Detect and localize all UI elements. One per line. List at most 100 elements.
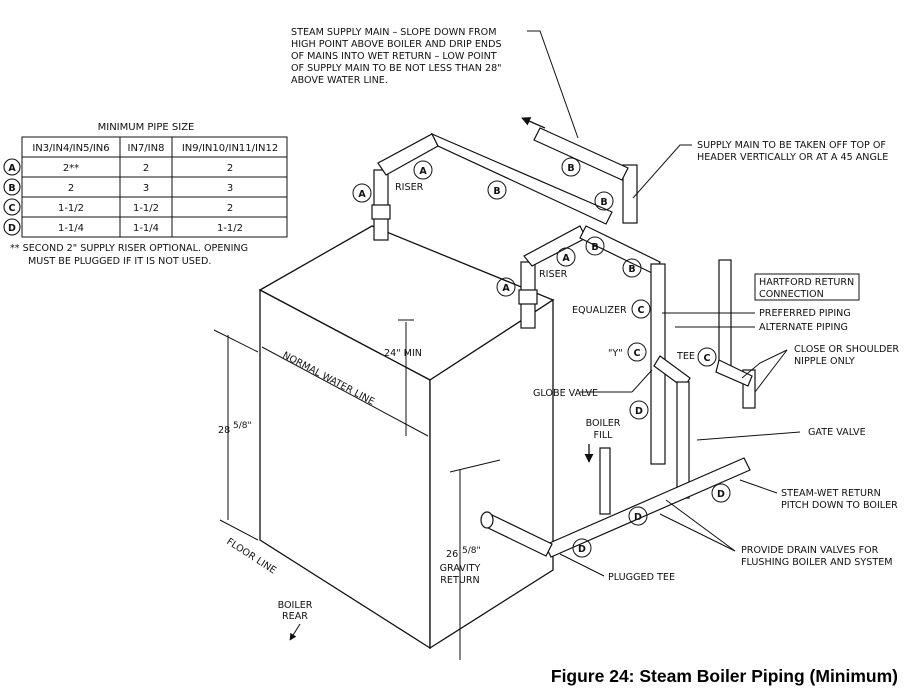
min-24-label: 24" MIN (384, 348, 422, 359)
bubble-a: A (556, 247, 576, 267)
table-note: ** SECOND 2" SUPPLY RISER OPTIONAL. OPEN… (10, 243, 248, 254)
steam-supply-main-label: HIGH POINT ABOVE BOILER AND DRIP ENDS (291, 39, 502, 50)
row-key: C (9, 203, 16, 214)
tee-label: TEE (676, 351, 695, 362)
bubble-b: B (561, 157, 581, 177)
table-header: IN3/IN4/IN5/IN6 (32, 143, 109, 154)
bubble-d: D (629, 400, 649, 420)
table-cell: 1-1/2 (133, 203, 159, 214)
minimum-pipe-size-table: MINIMUM PIPE SIZE IN3/IN4/IN5/IN6 IN7/IN… (3, 122, 288, 267)
svg-text:D: D (634, 512, 642, 523)
dimension-26 (449, 459, 501, 660)
boiler-body (258, 225, 555, 650)
callout-bubbles: A A A A B B B B B C C C D D D D (352, 157, 731, 558)
height-26-fraction: 5/8" (462, 546, 481, 556)
row-key: A (8, 163, 16, 174)
water-line (261, 346, 429, 437)
svg-text:A: A (358, 189, 366, 200)
height-28-fraction: 5/8" (233, 421, 252, 431)
bubble-d: D (572, 538, 592, 558)
table-cell: 1-1/4 (58, 223, 84, 234)
table-cell: 3 (143, 183, 149, 194)
boiler-fill-label: FILL (593, 430, 613, 441)
supply-main-takeoff-label: SUPPLY MAIN TO BE TAKEN OFF TOP OF (697, 140, 886, 151)
height-26-label: 26 (446, 549, 458, 560)
table-cell: 2 (227, 203, 233, 214)
row-key: B (8, 183, 15, 194)
bubble-c: C (631, 299, 651, 319)
boiler-fill-label: BOILER (586, 418, 621, 429)
globe-valve-label: GLOBE VALVE (533, 388, 598, 399)
riser-label: RISER (539, 269, 568, 280)
svg-text:B: B (493, 186, 500, 197)
table-row: A 2** 2 2 (3, 158, 233, 176)
hartford-label: CONNECTION (759, 289, 824, 300)
riser-label: RISER (395, 182, 424, 193)
table-header: IN7/IN8 (128, 143, 165, 154)
drain-valves-label: PROVIDE DRAIN VALVES FOR (741, 545, 879, 556)
equalizer-label: EQUALIZER (572, 305, 627, 316)
bubble-c: C (627, 342, 647, 362)
dimension-24-min (398, 319, 414, 436)
svg-text:D: D (717, 489, 725, 500)
boiler-rear-label: BOILER (278, 600, 313, 611)
bubble-b: B (487, 180, 507, 200)
supply-main-takeoff-label: HEADER VERTICALLY OR AT A 45 ANGLE (697, 152, 888, 163)
height-28-label: 28 (218, 425, 230, 436)
steam-supply-main-label: OF SUPPLY MAIN TO BE NOT LESS THAN 28" (291, 63, 502, 74)
flow-arrow (521, 117, 546, 129)
leader-lines (527, 30, 801, 577)
bubble-d: D (711, 483, 731, 503)
svg-text:D: D (578, 544, 586, 555)
table-cell: 1-1/4 (133, 223, 159, 234)
table-cell: 3 (227, 183, 233, 194)
table-cell: 1-1/2 (58, 203, 84, 214)
hartford-box (754, 273, 860, 301)
row-key: D (8, 223, 16, 234)
svg-text:B: B (628, 264, 635, 275)
bubble-c: C (697, 347, 717, 367)
svg-text:C: C (638, 305, 645, 316)
rear-arrow (289, 623, 301, 641)
hartford-label: HARTFORD RETURN (759, 277, 854, 288)
table-cell: 2 (68, 183, 74, 194)
bubble-b: B (594, 191, 614, 211)
boiler-rear-label: REAR (282, 611, 308, 622)
bubble-a: A (352, 183, 372, 203)
table-title: MINIMUM PIPE SIZE (98, 122, 195, 133)
bubble-a: A (496, 277, 516, 297)
svg-text:C: C (704, 353, 711, 364)
table-note: MUST BE PLUGGED IF IT IS NOT USED. (28, 256, 211, 267)
svg-text:B: B (600, 197, 607, 208)
steam-supply-main-label: STEAM SUPPLY MAIN – SLOPE DOWN FROM (291, 27, 497, 38)
close-nipple-label: NIPPLE ONLY (794, 356, 855, 367)
svg-text:A: A (419, 166, 427, 177)
svg-text:B: B (591, 242, 598, 253)
table-row: B 2 3 3 (3, 178, 233, 196)
table-row: C 1-1/2 1-1/2 2 (3, 198, 233, 216)
bubble-a: A (413, 160, 433, 180)
svg-text:A: A (562, 253, 570, 264)
steam-supply-main-label: ABOVE WATER LINE. (291, 75, 388, 86)
steam-supply-main-label: OF MAINS INTO WET RETURN – LOW POINT (291, 51, 497, 62)
bubble-b: B (585, 236, 605, 256)
close-nipple-label: CLOSE OR SHOULDER (794, 344, 899, 355)
gravity-return-label: GRAVITY (440, 563, 481, 574)
table-cell: 1-1/2 (217, 223, 243, 234)
svg-text:B: B (567, 163, 574, 174)
figure-caption: Figure 24: Steam Boiler Piping (Minimum) (550, 666, 898, 686)
svg-text:C: C (634, 348, 641, 359)
alternate-piping-label: ALTERNATE PIPING (759, 322, 848, 333)
drain-valves-label: FLUSHING BOILER AND SYSTEM (741, 557, 893, 568)
piping (371, 127, 756, 558)
bubble-d: D (628, 506, 648, 526)
plugged-tee-label: PLUGGED TEE (608, 572, 675, 583)
steam-wet-return-label: STEAM-WET RETURN (781, 488, 881, 499)
svg-text:D: D (635, 406, 643, 417)
gate-valve-label: GATE VALVE (808, 427, 866, 438)
steam-wet-return-label: PITCH DOWN TO BOILER (781, 500, 898, 511)
svg-text:A: A (502, 283, 510, 294)
table-cell: 2 (227, 163, 233, 174)
table-cell: 2 (143, 163, 149, 174)
